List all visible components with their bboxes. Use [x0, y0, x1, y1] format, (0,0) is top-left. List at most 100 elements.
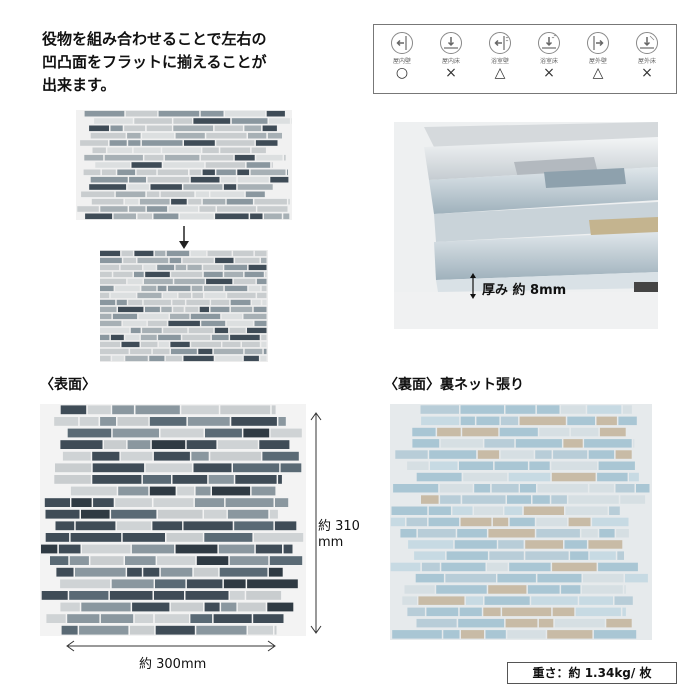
mosaic-tile — [141, 341, 158, 348]
mosaic-tile — [625, 573, 648, 583]
mosaic-tile — [531, 596, 578, 605]
mosaic-tile — [527, 585, 560, 594]
usage-mark: × — [445, 65, 457, 81]
mosaic-tile — [270, 176, 289, 183]
mosaic-tile — [87, 405, 111, 415]
mosaic-tile — [551, 495, 567, 504]
mosaic-tile — [500, 416, 519, 426]
mosaic-tile — [268, 567, 283, 577]
mosaic-tile — [168, 320, 200, 327]
mosaic-tile — [182, 334, 211, 341]
mosaic-tile — [564, 540, 587, 549]
mosaic-tile — [206, 132, 247, 139]
mosaic-tile — [216, 140, 255, 146]
mosaic-tile — [190, 313, 221, 320]
mosaic-tile — [117, 417, 149, 426]
mosaic-tile — [508, 472, 551, 482]
mosaic-tile — [243, 355, 259, 362]
mosaic-tile — [536, 517, 568, 527]
mosaic-tile — [125, 110, 158, 117]
mosaic-tile — [633, 439, 635, 448]
mosaic-tile — [261, 285, 267, 292]
mosaic-tile — [127, 567, 142, 577]
mosaic-tile — [436, 585, 487, 594]
mosaic-tile — [89, 184, 127, 190]
mosaic-tile — [599, 427, 626, 437]
mosaic-tile — [183, 355, 214, 362]
mosaic-tile — [188, 327, 214, 334]
mosaic-tile — [121, 341, 140, 348]
mosaic-tile — [100, 306, 117, 313]
mosaic-tile — [426, 607, 459, 617]
mosaic-tile — [104, 154, 143, 161]
mosaic-tile — [525, 540, 563, 549]
mosaic-tile — [154, 591, 184, 600]
mosaic-tile — [158, 334, 181, 341]
mosaic-tile — [235, 475, 277, 484]
mosaic-tile — [609, 506, 620, 515]
mosaic-tile — [523, 506, 564, 515]
mosaic-tile — [615, 484, 635, 493]
mosaic-tile — [462, 427, 499, 437]
mosaic-tile — [254, 250, 267, 257]
mosaic-tile — [421, 495, 439, 504]
mosaic-tile — [171, 348, 197, 355]
mosaic-tile — [230, 591, 245, 600]
mosaic-tile — [551, 461, 598, 470]
mosaic-tile — [230, 299, 251, 306]
mosaic-tile — [200, 154, 234, 161]
mosaic-tile — [152, 348, 170, 355]
mosaic-tile — [491, 484, 519, 493]
mosaic-tile — [221, 176, 237, 183]
mosaic-tile — [183, 184, 223, 190]
mosaic-tile — [221, 313, 242, 320]
mosaic-tile — [237, 184, 273, 190]
mosaic-tile — [234, 154, 255, 161]
mosaic-tile — [166, 250, 190, 257]
mosaic-tile — [271, 405, 276, 415]
mosaic-tile — [183, 521, 233, 531]
mosaic-tile — [412, 439, 440, 448]
mosaic-tile — [278, 475, 282, 484]
bathroom-wall-icon — [489, 32, 511, 54]
mosaic-tile — [177, 486, 195, 496]
mosaic-tile — [81, 509, 110, 519]
mosaic-tile — [190, 250, 207, 257]
mosaic-tile — [137, 213, 152, 220]
mosaic-tile — [45, 509, 80, 519]
mosaic-tile — [109, 140, 127, 146]
mosaic-tile — [587, 405, 622, 414]
mosaic-tile — [135, 405, 180, 415]
mosaic-tile — [198, 348, 213, 355]
mosaic-tile — [222, 341, 241, 348]
mosaic-tile — [507, 495, 531, 504]
mosaic-tile — [492, 517, 509, 527]
mosaic-tile — [505, 405, 536, 414]
mosaic-tile — [143, 567, 160, 577]
mosaic-tile — [75, 521, 116, 531]
mosaic-tile — [445, 573, 496, 583]
mosaic-tile — [250, 213, 263, 220]
outdoor-wall-icon — [587, 32, 609, 54]
mosaic-tile — [157, 556, 196, 565]
mosaic-tile — [220, 147, 251, 154]
mosaic-tile — [251, 486, 276, 496]
mosaic-tile — [100, 341, 120, 348]
mosaic-tile — [56, 567, 74, 577]
mosaic-tile — [227, 292, 256, 299]
mosaic-tile — [596, 416, 617, 426]
mosaic-tile — [269, 556, 303, 565]
mosaic-tile — [142, 475, 171, 484]
mosaic-tile — [274, 625, 277, 635]
mosaic-tile — [247, 327, 267, 334]
mosaic-tile — [137, 257, 169, 264]
mosaic-tile — [155, 625, 195, 635]
mosaic-tile — [248, 625, 273, 635]
mosaic-tile — [93, 498, 114, 507]
mosaic-tile — [551, 472, 596, 482]
mosaic-tile — [224, 271, 244, 278]
usage-item-indoor-floor: 屋内床 × — [431, 31, 471, 81]
mosaic-tile — [237, 176, 269, 183]
mosaic-tile — [172, 475, 208, 484]
mosaic-tile — [44, 498, 70, 507]
